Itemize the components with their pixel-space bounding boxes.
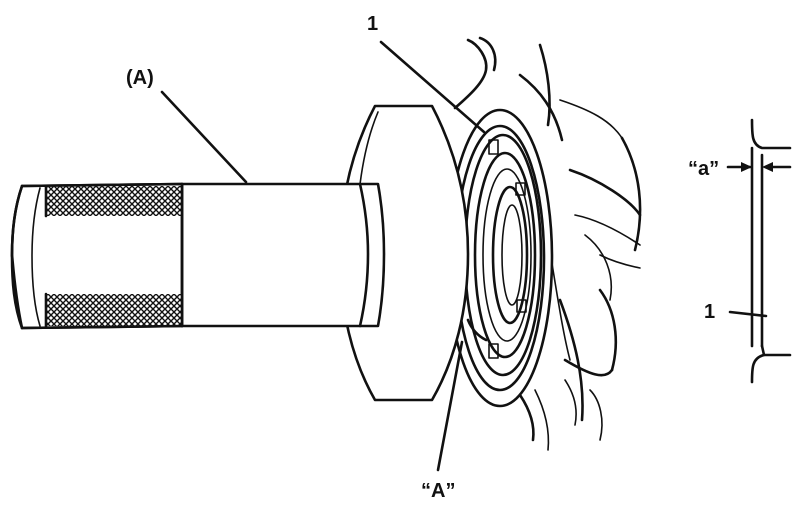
tool-label: (A): [126, 67, 154, 89]
gap-label: “a”: [688, 158, 719, 180]
knuckle-housing: [453, 36, 642, 451]
oil-seal: [463, 133, 543, 377]
seal-position-detail: [750, 118, 792, 384]
leader-lines: [160, 40, 792, 472]
view-label: “A”: [421, 480, 455, 502]
part-label: 1: [367, 13, 378, 35]
installer-tool: [10, 104, 470, 402]
detail-part-label: 1: [704, 301, 715, 323]
